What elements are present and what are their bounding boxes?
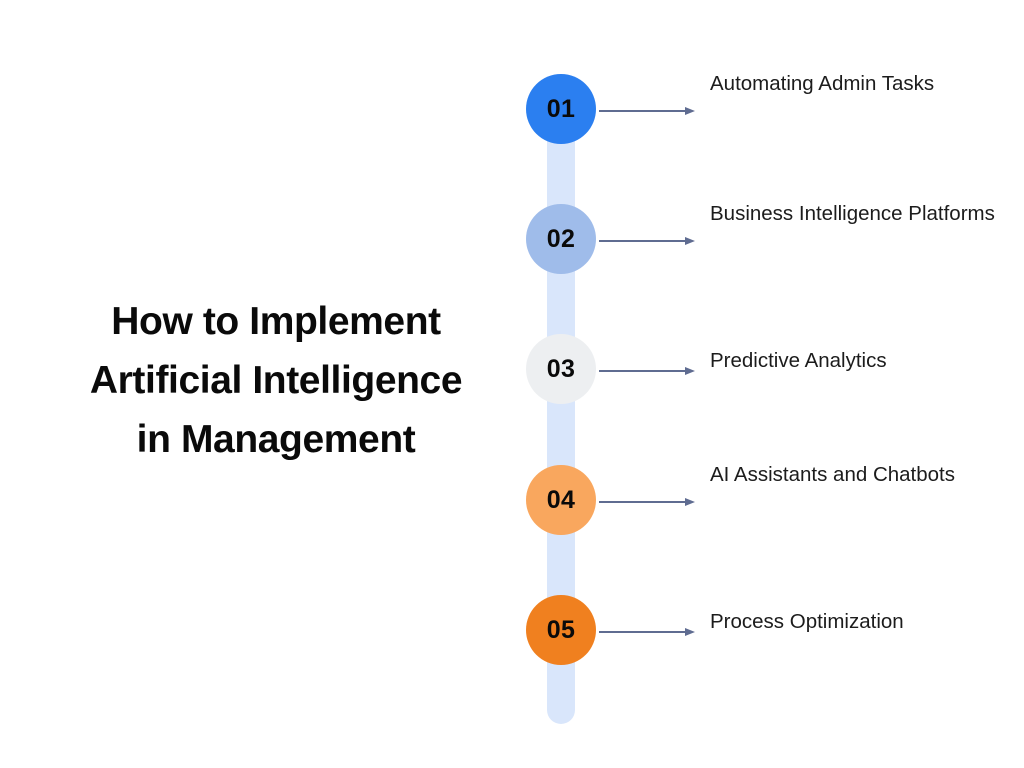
step-number-badge-04[interactable]: 04 [526, 465, 596, 535]
arrow-icon-01 [599, 107, 695, 116]
timeline-step-04: 04 AI Assistants and Chatbots [505, 463, 1005, 535]
page-title: How to Implement Artificial Intelligence… [54, 292, 498, 469]
page-title-line-2: Artificial Intelligence [89, 359, 463, 402]
arrow-head [685, 628, 695, 636]
arrow-shaft [599, 110, 685, 113]
arrow-head [685, 367, 695, 375]
arrow-icon-04 [599, 498, 695, 507]
page-title-line-1: How to Implement [111, 300, 441, 343]
timeline-step-03: 03 Predictive Analytics [505, 334, 1005, 404]
step-label-04: AI Assistants and Chatbots [710, 463, 955, 486]
timeline-step-01: 01 Automating Admin Tasks [505, 72, 1005, 144]
timeline-step-02: 02 Business Intelligence Platforms [505, 202, 1005, 274]
timeline-step-05: 05 Process Optimization [505, 595, 1005, 665]
step-number-badge-01[interactable]: 01 [526, 74, 596, 144]
step-label-02: Business Intelligence Platforms [710, 202, 995, 225]
step-number-badge-03[interactable]: 03 [526, 334, 596, 404]
arrow-shaft [599, 631, 685, 634]
step-number-badge-05[interactable]: 05 [526, 595, 596, 665]
arrow-shaft [599, 501, 685, 504]
page-title-line-3: in Management [136, 418, 416, 461]
step-label-05: Process Optimization [710, 610, 904, 633]
arrow-shaft [599, 370, 685, 373]
arrow-head [685, 498, 695, 506]
arrow-icon-02 [599, 237, 695, 246]
arrow-icon-05 [599, 628, 695, 637]
arrow-head [685, 107, 695, 115]
step-label-01: Automating Admin Tasks [710, 72, 935, 95]
arrow-shaft [599, 240, 685, 243]
step-label-03: Predictive Analytics [710, 349, 887, 372]
step-number-badge-02[interactable]: 02 [526, 204, 596, 274]
arrow-icon-03 [599, 367, 695, 376]
arrow-head [685, 237, 695, 245]
timeline: 01 Automating Admin Tasks 02 Business In… [505, 60, 1005, 724]
